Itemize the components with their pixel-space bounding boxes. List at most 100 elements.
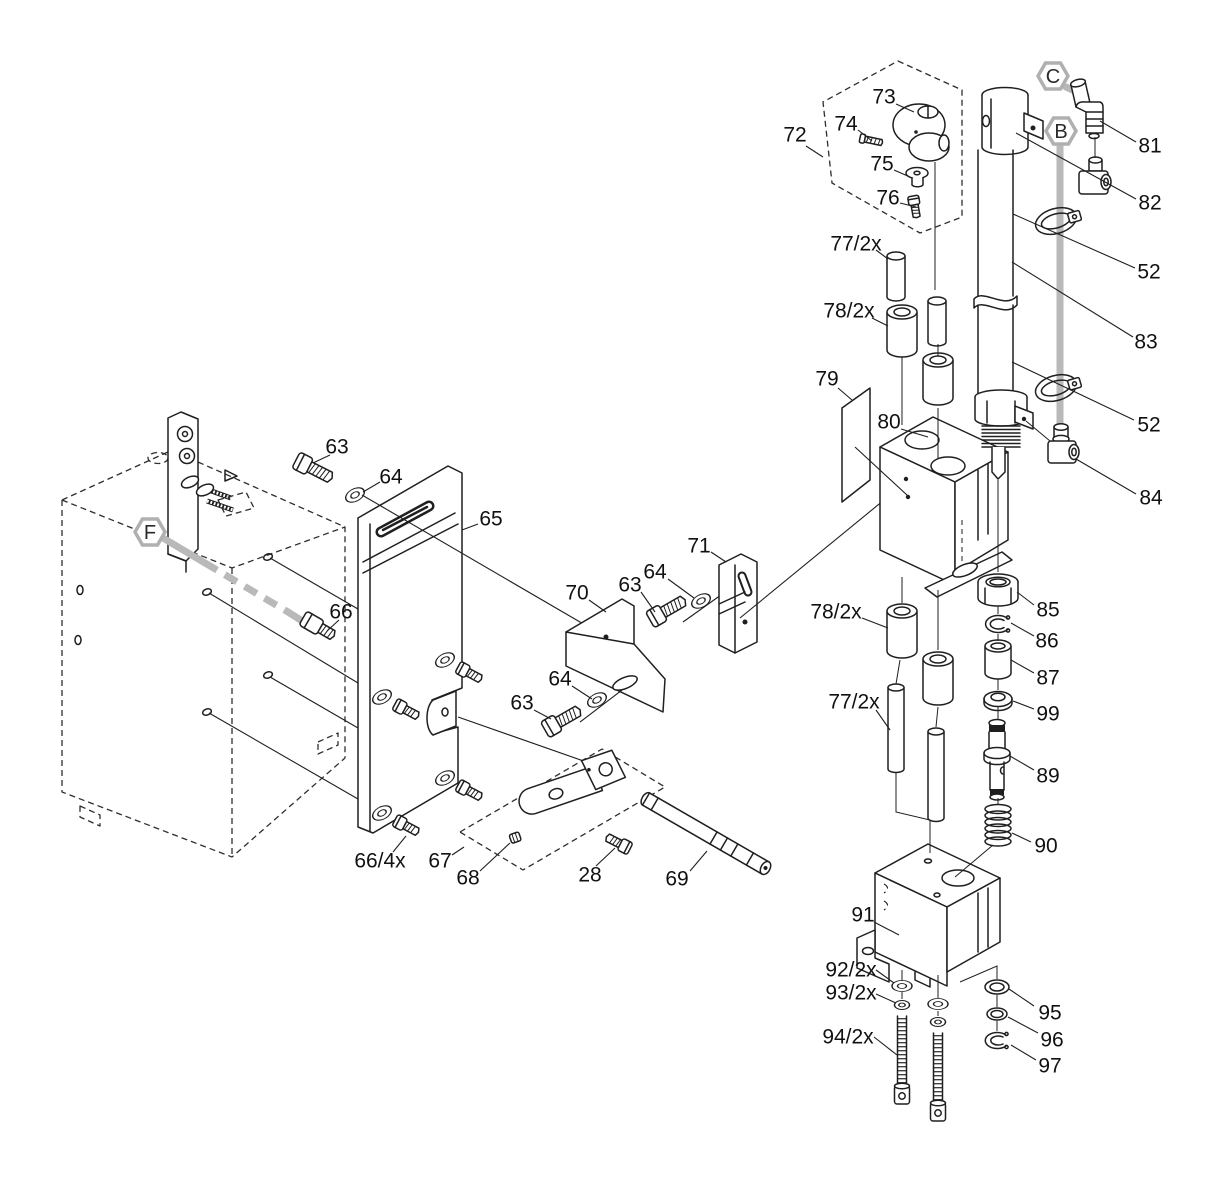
base-block-91 xyxy=(856,843,1001,988)
group-72 xyxy=(822,60,963,234)
washer-93-left xyxy=(893,999,911,1011)
bottom-fasteners xyxy=(891,979,1010,1121)
callout-70: 70 xyxy=(565,582,588,605)
callout-82: 82 xyxy=(1138,192,1161,215)
callout-69: 69 xyxy=(665,868,688,891)
screw-66 xyxy=(299,611,336,641)
callout-96: 96 xyxy=(1040,1029,1063,1052)
screw-63-low xyxy=(539,689,610,739)
tube-77-lower-2 xyxy=(927,727,945,823)
tube-77-upper-2 xyxy=(927,296,947,347)
washer-95 xyxy=(984,979,1010,995)
screw-76 xyxy=(907,194,921,219)
label-plate-79 xyxy=(841,387,871,503)
fitting-82 xyxy=(1078,156,1112,195)
tube-77-upper-1 xyxy=(886,251,906,302)
shaft-69 xyxy=(640,791,772,876)
slide-assembly-67 xyxy=(457,716,772,876)
callout-87: 87 xyxy=(1036,667,1059,690)
plate-tab xyxy=(426,690,457,736)
callout-64: 64 xyxy=(379,466,403,489)
washer-92-mid xyxy=(927,997,949,1011)
callout-99: 99 xyxy=(1036,703,1059,726)
screw-94-left xyxy=(895,1016,910,1104)
callout-65: 65 xyxy=(479,508,502,531)
callout-72: 72 xyxy=(783,124,806,147)
callout-28: 28 xyxy=(578,864,601,887)
callout-77-2x: 77/2x xyxy=(828,691,880,714)
callout-52: 52 xyxy=(1137,414,1160,437)
washer-96 xyxy=(986,1007,1008,1021)
callout-94-2x: 94/2x xyxy=(822,1026,874,1049)
bushing-78-upper-2 xyxy=(922,352,954,406)
fitting-84 xyxy=(1047,423,1080,464)
badge-letter: C xyxy=(1046,66,1060,88)
callout-63: 63 xyxy=(510,692,533,715)
spring-90 xyxy=(984,803,1012,847)
chassis-screw-holes xyxy=(201,553,274,716)
cylinder-thread xyxy=(981,425,1021,448)
cylinder-83 xyxy=(973,86,1044,480)
screw-63-top xyxy=(291,451,368,506)
callout-64: 64 xyxy=(548,668,572,691)
callout-81: 81 xyxy=(1138,135,1161,158)
callout-67: 67 xyxy=(428,850,451,873)
bracket-71 xyxy=(718,553,758,654)
slot-alignment-line xyxy=(361,494,605,637)
washer-92-left xyxy=(891,979,913,993)
connection-badges: C B F xyxy=(132,61,1079,547)
cylinder-collar xyxy=(974,389,1034,430)
hex-badge-icon xyxy=(1043,116,1079,146)
elbow-fitting-81 xyxy=(1069,78,1104,140)
nut-85 xyxy=(977,573,1019,607)
leader-lines xyxy=(312,103,1137,1061)
part-callouts: 727374757677/2x78/2x79808182528352848586… xyxy=(325,86,1163,1078)
sleeve-87 xyxy=(984,639,1012,680)
hex-badge-icon xyxy=(132,517,168,547)
guide-block-80 xyxy=(879,416,1013,598)
callout-74: 74 xyxy=(834,113,858,136)
callout-75: 75 xyxy=(870,153,893,176)
badge-letter: B xyxy=(1054,121,1067,143)
callout-66: 66 xyxy=(329,601,352,624)
bushing-78-lower-1 xyxy=(886,603,918,659)
tube-77-lower-1 xyxy=(887,683,905,774)
bracket-70 xyxy=(565,598,666,713)
callout-90: 90 xyxy=(1034,835,1057,858)
plate-slot xyxy=(375,500,435,538)
bushing-78-lower-2 xyxy=(922,651,954,706)
callout-83: 83 xyxy=(1134,331,1157,354)
callout-97: 97 xyxy=(1038,1055,1061,1078)
retaining-ring-86 xyxy=(984,614,1011,634)
callout-91: 91 xyxy=(851,904,874,927)
connection-badge-C: C xyxy=(1035,61,1071,91)
pin-89 xyxy=(983,718,1011,801)
screw-63-mid xyxy=(644,590,714,629)
hex-badge-icon xyxy=(1035,61,1071,91)
callout-78-2x: 78/2x xyxy=(823,300,875,323)
callout-95: 95 xyxy=(1038,1002,1061,1025)
callout-80: 80 xyxy=(877,411,900,434)
washer-99 xyxy=(983,690,1013,712)
bushing-78-upper-1 xyxy=(886,304,918,358)
callout-63: 63 xyxy=(325,436,348,459)
callout-63: 63 xyxy=(618,574,641,597)
callout-86: 86 xyxy=(1035,630,1058,653)
chassis-detail-screws xyxy=(180,469,255,517)
screw-28 xyxy=(602,830,634,856)
callout-89: 89 xyxy=(1036,765,1059,788)
connection-badge-F: F xyxy=(132,517,168,547)
badge-letter: F xyxy=(144,522,156,544)
callout-84: 84 xyxy=(1139,487,1163,510)
callout-68: 68 xyxy=(456,867,479,890)
callout-52: 52 xyxy=(1137,261,1160,284)
snap-ring-97 xyxy=(984,1031,1009,1050)
callout-92-2x: 92/2x xyxy=(825,959,877,982)
callout-66-4x: 66/4x xyxy=(354,850,406,873)
axis-lines xyxy=(895,162,999,1031)
callout-85: 85 xyxy=(1036,599,1059,622)
grommet-75 xyxy=(905,166,929,188)
callout-71: 71 xyxy=(687,535,710,558)
